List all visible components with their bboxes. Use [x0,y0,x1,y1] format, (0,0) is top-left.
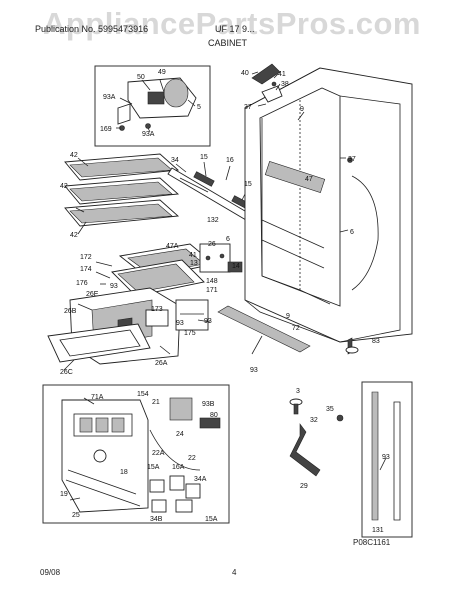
callout-93a: 93A [103,94,116,101]
callout-16a: 16A [172,464,185,471]
callout-26c: 26C [60,369,73,376]
callout-35: 35 [326,406,334,413]
watermark: AppliancePartsPros.com [43,6,421,41]
callout-16: 16 [226,157,234,164]
callout-22: 22 [188,455,196,462]
callout-38: 38 [281,81,289,88]
crisper-drawer-assembly [47,243,243,371]
callout-34: 34 [171,157,179,164]
callout-15: 15 [200,154,208,161]
callout-41b: 41 [189,252,197,259]
callout-174: 174 [80,266,92,273]
callout-176: 176 [76,280,88,287]
callout-131: 131 [372,527,384,534]
callout-26: 26 [208,241,216,248]
gasket-inset [361,381,413,538]
callout-154: 154 [137,391,149,398]
callout-26e: 26E [86,291,99,298]
callout-175: 175 [184,330,196,337]
callout-37: 37 [244,104,252,111]
callout-34b: 34B [150,516,163,523]
control-housing-inset [42,384,230,524]
callout-26b: 26B [64,308,77,315]
callout-93-kick: 93 [204,318,212,325]
light-assembly-inset [94,65,211,147]
callout-80: 80 [210,412,218,419]
callout-132: 132 [207,217,219,224]
callout-25: 25 [72,512,80,519]
footer-date: 09/08 [40,568,61,577]
callout-14: 14 [232,263,240,270]
publication-number: Publication No. 5995473916 [35,24,149,34]
callout-24: 24 [176,431,184,438]
lower-hinge-parts [289,398,344,477]
shelves [64,153,180,235]
callout-50: 50 [137,74,145,81]
callout-29: 29 [300,483,308,490]
callout-6: 6 [350,229,354,236]
callout-169: 169 [100,126,112,133]
callout-22a: 22A [152,450,165,457]
callout-37b: 37 [348,156,356,163]
callout-71a: 71A [91,394,104,401]
callout-173: 173 [151,306,163,313]
callout-13: 13 [190,260,198,267]
callout-49: 49 [158,69,166,76]
callout-42-mid: 42 [60,183,68,190]
callout-34a: 34A [194,476,207,483]
callout-93-bottom: 93 [250,367,258,374]
callout-41: 41 [278,71,286,78]
model-number: UF 17 9... [215,24,255,34]
callout-3: 3 [296,388,300,395]
callout-9: 9 [300,106,304,113]
callout-9b: 9 [286,313,290,320]
callout-18: 18 [120,469,128,476]
callout-93-right: 93 [176,320,184,327]
toe-grille [217,305,359,355]
callout-21: 21 [152,399,160,406]
callout-47: 47 [305,176,313,183]
figure-code: P08C1161 [353,538,391,547]
callout-171: 171 [206,287,218,294]
callout-93-gasket: 93 [382,454,390,461]
callout-15b: 15 [244,181,252,188]
callout-5: 5 [197,104,201,111]
callout-26a: 26A [155,360,168,367]
shelf-brackets [167,161,253,221]
callout-42-top: 42 [70,152,78,159]
callout-93-drawer: 93 [110,283,118,290]
callout-148: 148 [206,278,218,285]
callout-172: 172 [80,254,92,261]
callout-83: 83 [372,338,380,345]
callout-93a-lower: 93A [142,131,155,138]
callout-72: 72 [292,325,300,332]
callout-42-bottom: 42 [70,232,78,239]
callout-15a-lower: 15A [205,516,218,523]
callout-47a: 47A [166,243,179,250]
section-title: CABINET [208,38,248,48]
callout-15a: 15A [147,464,160,471]
callout-93b: 93B [202,401,215,408]
page-number: 4 [232,568,237,577]
cabinet-body [244,67,413,343]
callout-32: 32 [310,417,318,424]
callout-6b: 6 [226,236,230,243]
top-hinge [251,63,349,233]
callout-19: 19 [60,491,68,498]
callout-40: 40 [241,70,249,77]
